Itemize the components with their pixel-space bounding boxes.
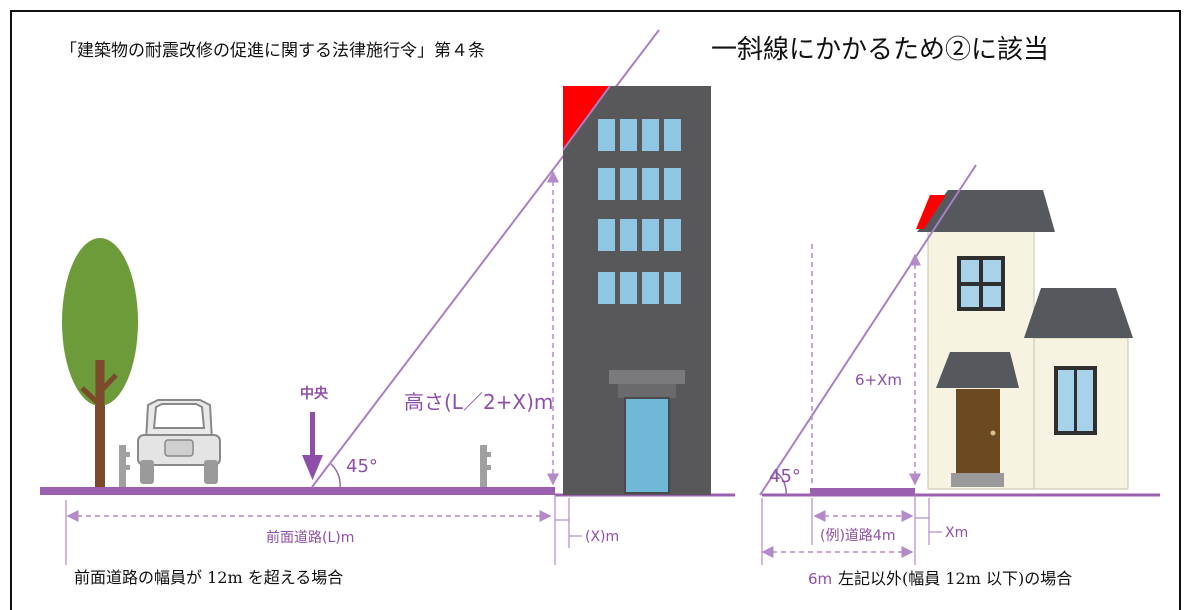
setback-label-right: Xm — [945, 525, 968, 541]
six-m-label: 6m — [808, 570, 832, 588]
tree — [62, 238, 138, 488]
road-label-left: 前面道路(L)m — [266, 529, 354, 546]
angle-label-right: 45° — [769, 466, 801, 487]
height-label-left: 高さ(L／2+X)m — [404, 390, 553, 414]
bollard-right — [480, 445, 491, 487]
caption-right: 左記以外(幅員 12m 以下)の場合 — [838, 569, 1072, 588]
car — [137, 399, 221, 484]
road-label-right: (例)道路4m — [820, 528, 895, 544]
building-door — [624, 397, 670, 494]
slant-note: 一斜線にかかるため②に該当 — [711, 35, 1049, 65]
slant-line-right — [759, 164, 977, 496]
diagram-canvas: 「建築物の耐震改修の促進に関する法律施行令」第４条 一斜線にかかるため②に該当 … — [40, 29, 1160, 588]
bollard-left — [119, 445, 130, 487]
law-reference-title: 「建築物の耐震改修の促進に関する法律施行令」第４条 — [60, 41, 485, 61]
house — [917, 190, 1133, 490]
road-surface-right — [810, 488, 915, 495]
tall-building — [563, 86, 711, 495]
center-label: 中央 — [300, 385, 329, 402]
center-arrow — [302, 412, 323, 480]
angle-arc-left — [330, 463, 341, 488]
road-surface-left — [40, 487, 555, 495]
caption-left: 前面道路の幅員が 12m を超える場合 — [74, 568, 343, 587]
figure-frame — [10, 10, 1181, 610]
angle-arc-right — [775, 471, 787, 496]
slant-exceed-highlight-right — [916, 195, 946, 229]
setback-label-left: (X)m — [585, 529, 619, 545]
tree-crown — [62, 238, 138, 406]
height-label-right: 6+Xm — [855, 371, 902, 389]
angle-label-left: 45° — [346, 456, 378, 477]
house-upper-roof — [917, 190, 1055, 232]
house-side-roof — [1024, 288, 1133, 338]
